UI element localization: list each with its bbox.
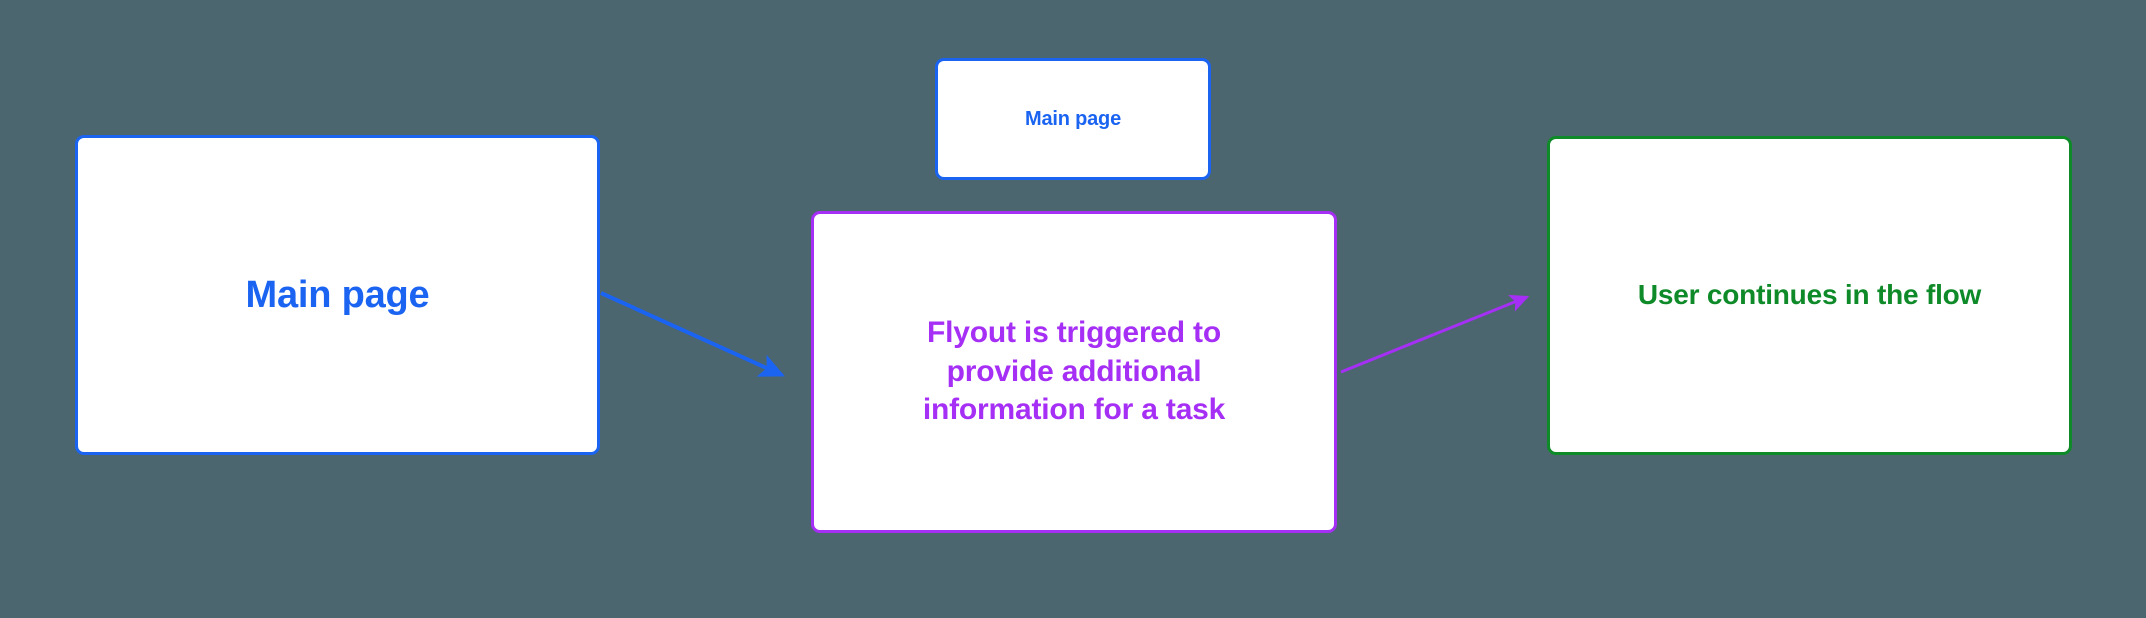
node-main-page-large-label: Main page bbox=[245, 273, 430, 316]
node-main-page-large[interactable]: Main page bbox=[75, 135, 600, 455]
connector-main-page-to-flyout bbox=[600, 291, 785, 377]
connector-flyout-to-user-continues bbox=[1340, 294, 1530, 374]
node-user-continues[interactable]: User continues in the flow bbox=[1547, 136, 2072, 455]
node-flyout[interactable]: Flyout is triggered to provide additiona… bbox=[811, 211, 1337, 533]
node-flyout-label: Flyout is triggered to provide additiona… bbox=[922, 316, 1226, 427]
node-main-page-small-label: Main page bbox=[1025, 107, 1121, 130]
node-user-continues-label: User continues in the flow bbox=[1637, 279, 1982, 311]
node-main-page-small[interactable]: Main page bbox=[935, 58, 1211, 180]
